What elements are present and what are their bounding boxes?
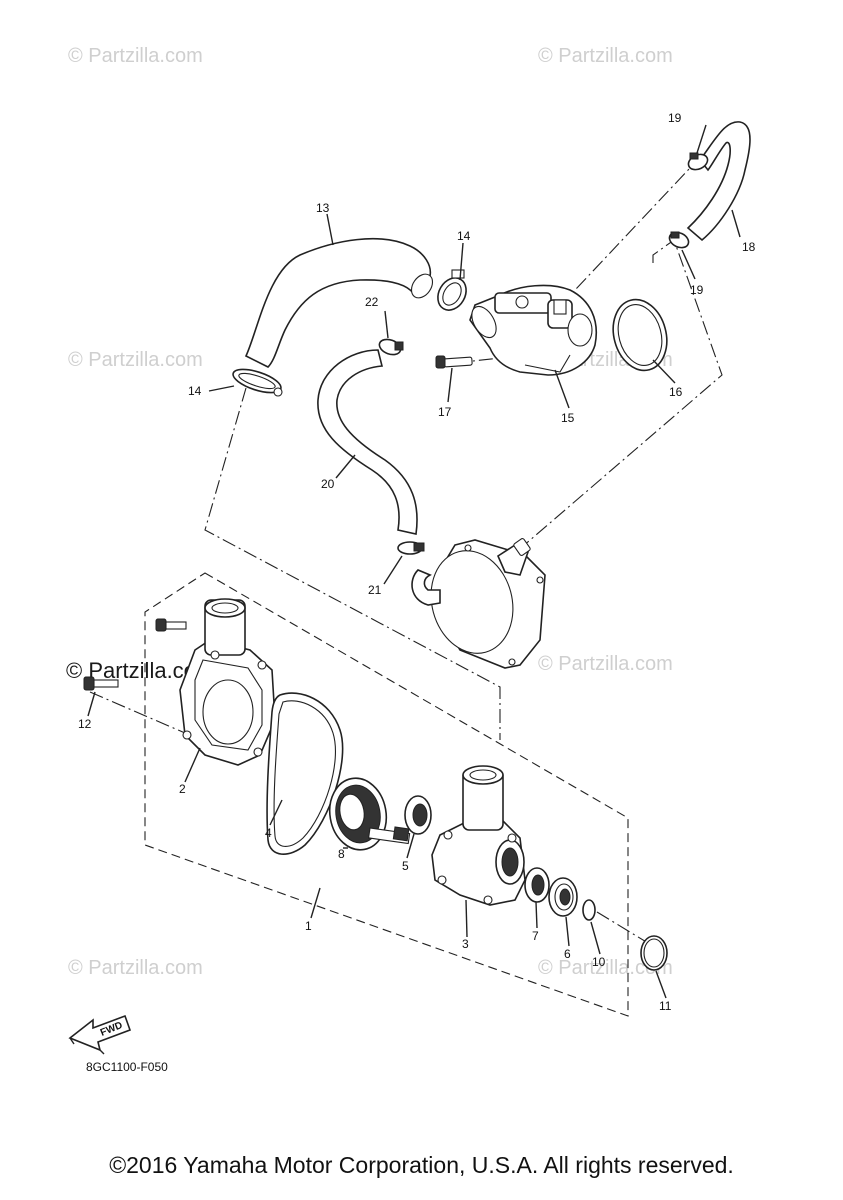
bolt — [83, 676, 119, 691]
part-label: 3 — [462, 937, 469, 951]
impeller — [328, 777, 411, 851]
part-label: 5 — [402, 859, 409, 873]
routing-line — [89, 691, 186, 734]
small-clamp — [668, 231, 690, 249]
watermark: © Partzilla.com — [538, 45, 673, 67]
part-label: 8 — [338, 847, 345, 861]
watermark: © Partzilla.com — [68, 957, 203, 979]
part-label: 20 — [321, 477, 335, 491]
part-label: 19 — [690, 283, 704, 297]
pump-gasket-inner — [273, 700, 337, 847]
pump-housing — [431, 765, 526, 906]
leader-lines — [87, 124, 741, 999]
bearing — [548, 877, 578, 917]
part-label: 15 — [561, 411, 575, 425]
small-clamp — [378, 338, 404, 356]
radiator-hose-lower — [317, 349, 418, 535]
o-ring — [640, 935, 668, 971]
thermostat-housing — [469, 284, 597, 376]
hose-end — [410, 273, 434, 299]
routing-line — [596, 911, 649, 944]
part-label: 4 — [265, 826, 272, 840]
part-label: 14 — [188, 384, 202, 398]
part-label: 12 — [78, 717, 92, 731]
part-label: 14 — [457, 229, 471, 243]
small-clamp — [397, 541, 425, 555]
mechanical-seal — [404, 795, 432, 835]
part-label: 2 — [179, 782, 186, 796]
bolt — [155, 618, 187, 632]
assembly-boundary — [144, 572, 629, 1017]
part-label: 11 — [659, 999, 672, 1013]
bypass-hose — [686, 121, 751, 242]
part-label: 21 — [368, 583, 382, 597]
part-label: 17 — [438, 405, 452, 419]
watermark: © Partzilla.com — [68, 45, 203, 67]
diagram-code: 8GC1100-F050 — [86, 1060, 168, 1074]
watermark: © Partzilla.com — [538, 957, 673, 979]
o-ring-inner — [617, 304, 663, 366]
part-label: 18 — [742, 240, 756, 254]
oil-seal — [524, 867, 550, 903]
copyright-notice: ©2016 Yamaha Motor Corporation, U.S.A. A… — [109, 1152, 734, 1178]
watermark: © Partzilla.com — [68, 349, 203, 371]
bolt — [435, 355, 473, 369]
part-label: 19 — [668, 111, 682, 125]
part-label: 13 — [316, 201, 330, 215]
small-clamp — [687, 152, 709, 171]
watermark: © Partzilla.com — [538, 653, 673, 675]
hose-clamp — [232, 368, 283, 397]
part-label: 22 — [365, 295, 379, 309]
part-label: 16 — [669, 385, 683, 399]
part-label: 1 — [305, 919, 312, 933]
hose-clamp — [437, 269, 467, 311]
part-label: 7 — [532, 929, 539, 943]
circlip — [582, 899, 596, 921]
routing-line — [204, 387, 501, 740]
forward-arrow-icon: FWD — [68, 1014, 132, 1055]
routing-line — [559, 167, 691, 307]
pump-cover — [179, 598, 276, 766]
part-label: 10 — [592, 955, 606, 969]
part-label: 6 — [564, 947, 571, 961]
oil-cooler — [411, 538, 546, 669]
